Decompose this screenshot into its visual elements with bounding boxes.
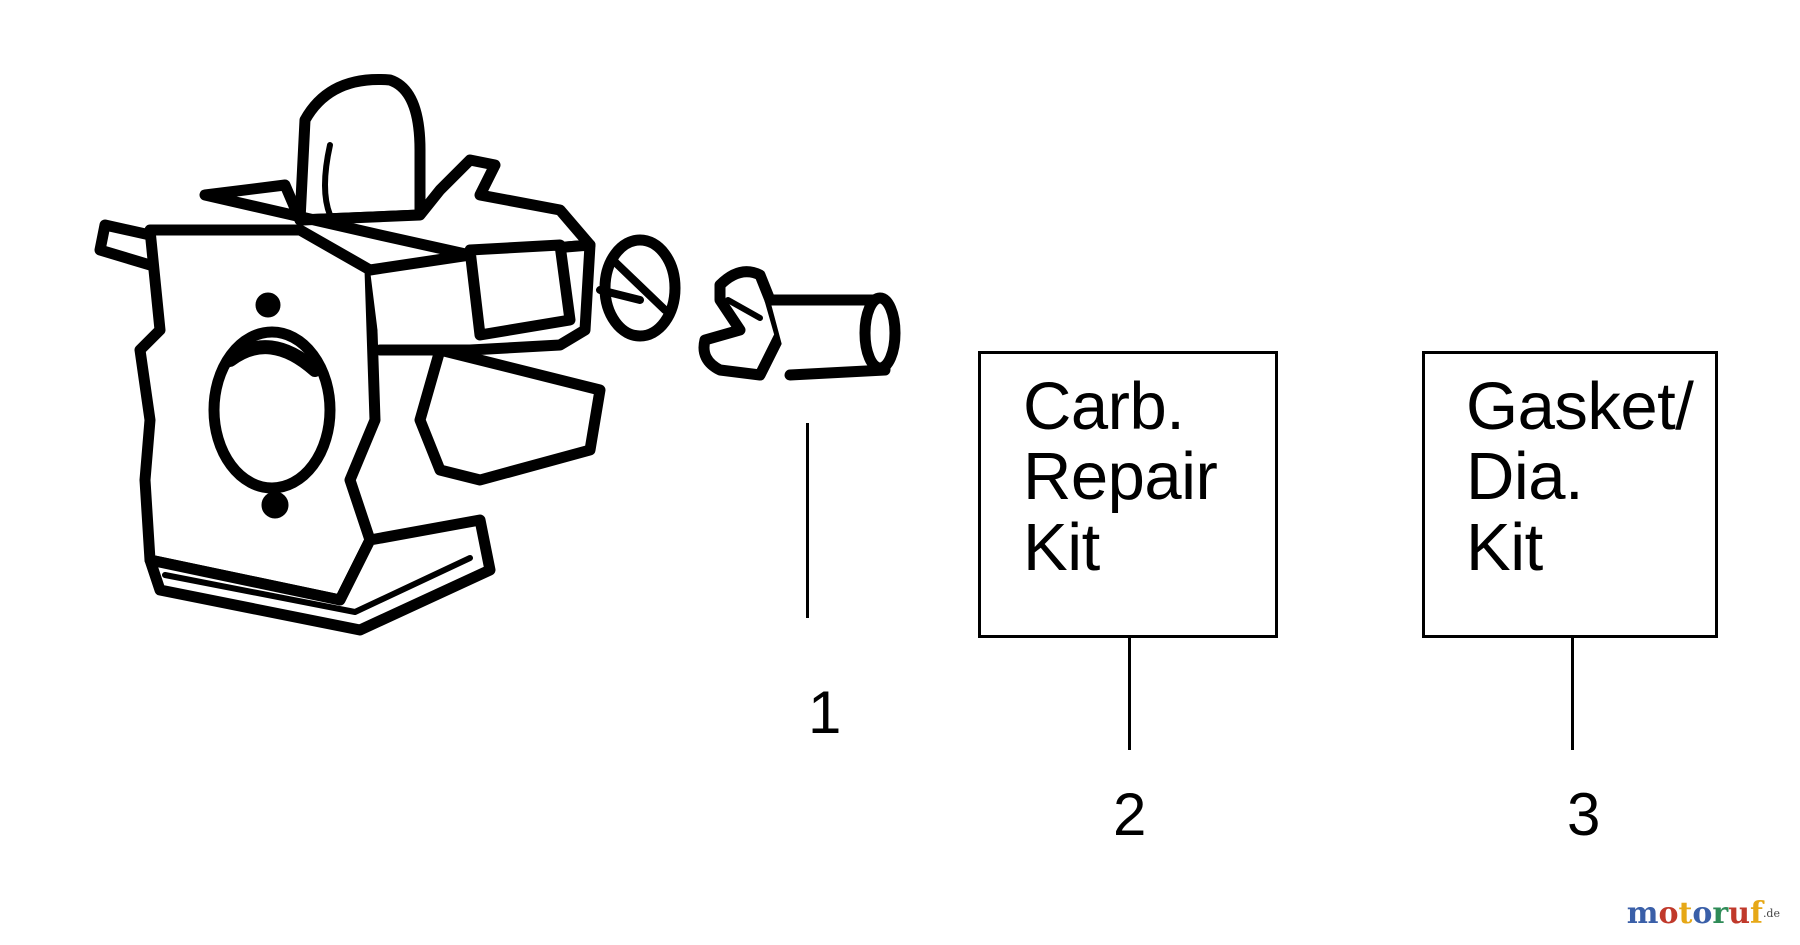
callout-number-3: 3 [1567,781,1601,848]
watermark-letter: t [1678,896,1693,931]
callout-number-2: 2 [1113,781,1147,848]
label-line: Repair [1023,439,1218,515]
watermark-letter: m [1626,896,1659,931]
watermark-letter: f [1750,896,1763,931]
label-line: Dia. [1466,439,1584,515]
watermark-letter: r [1712,896,1729,931]
callout-number-1: 1 [808,679,842,746]
leader-line-1 [806,423,809,618]
label-line: Carb. [1023,369,1185,444]
carb-repair-kit-label: Carb. Repair Kit [1023,369,1218,585]
label-line: Gasket/ [1466,369,1694,444]
label-line: Kit [1466,509,1543,585]
motoruf-watermark-logo: motoruf.de [1627,896,1780,931]
watermark-letter: o [1658,896,1679,931]
carb-repair-kit-box [978,351,1278,638]
gasket-dia-kit-box [1422,351,1718,638]
leader-line-3 [1571,638,1574,750]
leader-line-2 [1128,638,1131,750]
label-line: Kit [1023,509,1100,585]
watermark-letter: o [1692,896,1713,931]
watermark-letter: u [1728,896,1751,931]
gasket-dia-kit-label: Gasket/ Dia. Kit [1466,369,1694,585]
watermark-suffix: .de [1762,907,1780,920]
